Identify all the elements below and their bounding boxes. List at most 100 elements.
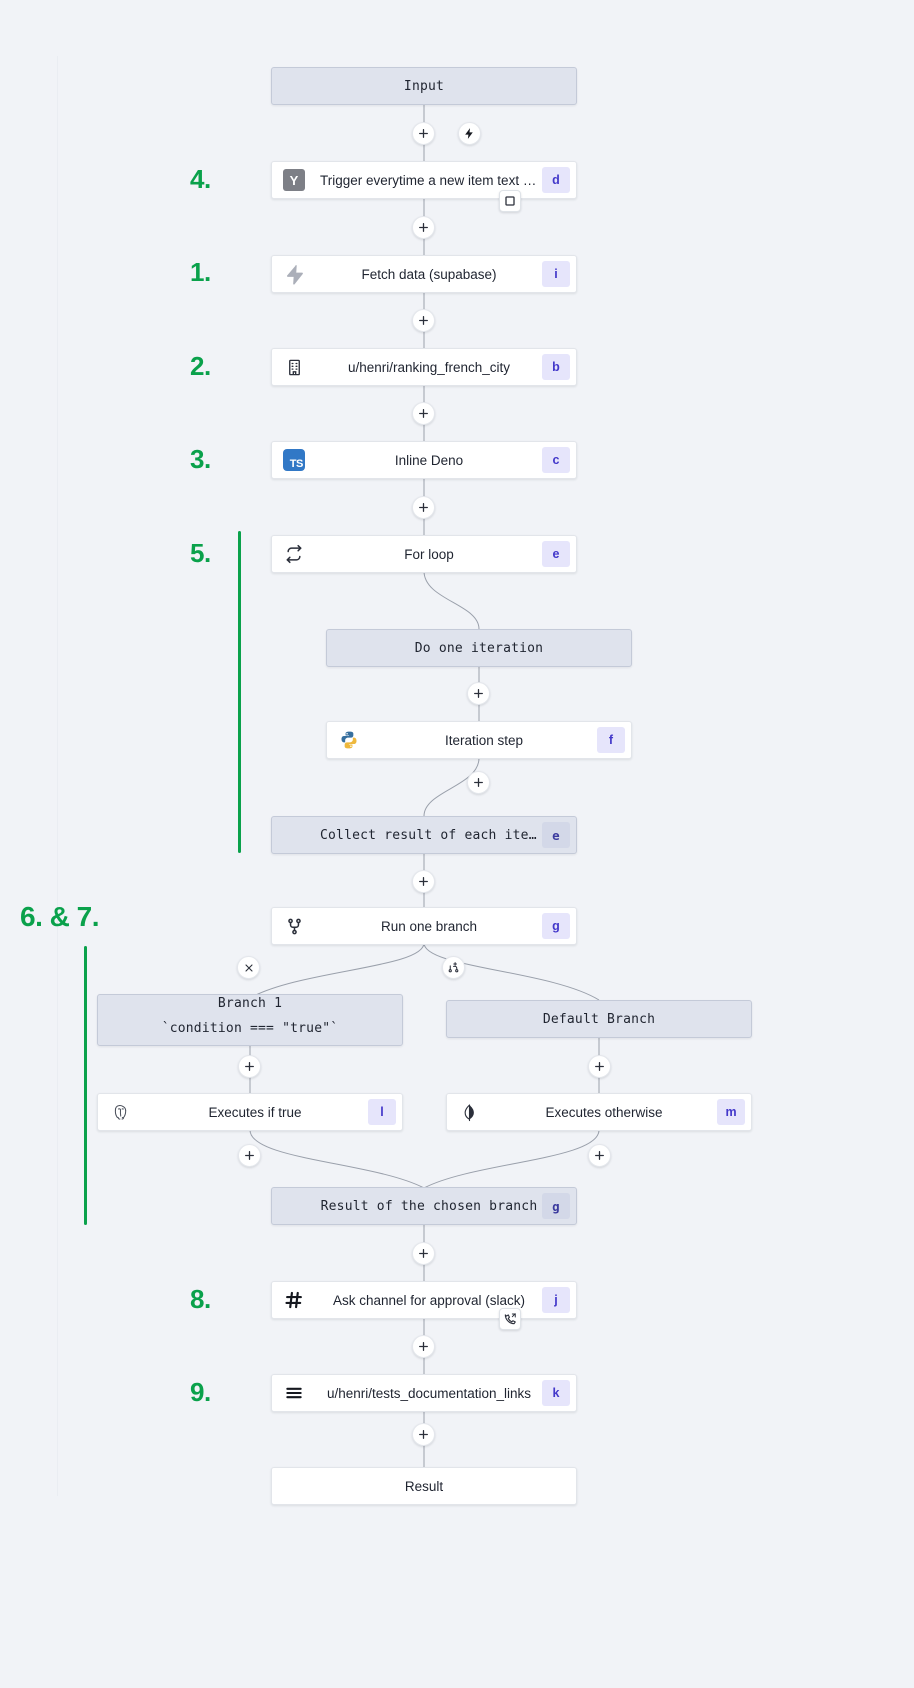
node-branch-1-label: Branch 1 (217, 996, 283, 1011)
add-step-after-fetch-button[interactable] (412, 309, 435, 332)
add-step-after-chosen-button[interactable] (412, 1242, 435, 1265)
node-input-label: Input (403, 78, 445, 94)
plus-icon (419, 503, 428, 512)
node-iteration-step-badge[interactable]: f (597, 727, 625, 753)
node-tests-documentation-links-badge[interactable]: k (542, 1380, 570, 1406)
node-executes-if-true-label: Executes if true (208, 1104, 302, 1120)
typescript-icon: TS (272, 442, 316, 478)
approval-callback-button[interactable] (499, 1308, 521, 1330)
add-branch-button[interactable] (442, 956, 465, 979)
annotation-9: 9. (190, 1377, 211, 1407)
node-chosen-branch-result-label: Result of the chosen branch (320, 1198, 538, 1214)
node-collect-result-badge[interactable]: e (542, 822, 570, 848)
loop-icon (272, 536, 316, 572)
node-ask-approval[interactable]: Ask channel for approval (slack) j (271, 1281, 577, 1319)
plus-icon (419, 877, 428, 886)
node-ranking-french-city-badge[interactable]: b (542, 354, 570, 380)
add-step-after-deno-button[interactable] (412, 496, 435, 519)
add-step-in-branch1-button[interactable] (238, 1055, 261, 1078)
node-for-loop-badge[interactable]: e (542, 541, 570, 567)
node-executes-otherwise-label: Executes otherwise (545, 1104, 663, 1120)
plus-icon (419, 1249, 428, 1258)
plus-icon (474, 689, 483, 698)
node-inline-deno-label: Inline Deno (394, 452, 464, 468)
add-step-in-loop-button[interactable] (467, 682, 490, 705)
node-executes-if-true-badge[interactable]: l (368, 1099, 396, 1125)
node-branch-1[interactable]: Branch 1 `condition === "true"` (97, 994, 403, 1046)
node-trigger[interactable]: Y Trigger everytime a new item text o… d (271, 161, 577, 199)
phone-callback-icon (504, 1313, 516, 1325)
mongodb-icon (447, 1094, 491, 1130)
node-run-one-branch-badge[interactable]: g (542, 913, 570, 939)
add-step-after-trigger-button[interactable] (412, 216, 435, 239)
trigger-settings-button[interactable] (499, 190, 521, 212)
node-iteration-step-label: Iteration step (444, 732, 524, 748)
node-inline-deno-badge[interactable]: c (542, 447, 570, 473)
plus-icon (419, 129, 428, 138)
annotation-4: 4. (190, 164, 211, 194)
node-result[interactable]: Result (271, 1467, 577, 1505)
add-branch-icon (448, 962, 459, 973)
annotation-3: 3. (190, 444, 211, 474)
node-trigger-badge[interactable]: d (542, 167, 570, 193)
node-ranking-french-city[interactable]: u/henri/ranking_french_city b (271, 348, 577, 386)
add-step-after-iftrue-button[interactable] (238, 1144, 261, 1167)
annotation-1: 1. (190, 257, 211, 287)
node-trigger-label: Trigger everytime a new item text o… (320, 172, 542, 188)
hamburger-icon (272, 1375, 316, 1411)
git-branch-icon (272, 908, 316, 944)
node-executes-otherwise-badge[interactable]: m (717, 1099, 745, 1125)
add-step-after-collect-button[interactable] (412, 870, 435, 893)
close-icon (244, 963, 253, 972)
add-step-in-default-branch-button[interactable] (588, 1055, 611, 1078)
node-executes-if-true[interactable]: Executes if true l (97, 1093, 403, 1131)
add-step-after-docs-button[interactable] (412, 1423, 435, 1446)
node-ask-approval-badge[interactable]: j (542, 1287, 570, 1313)
plus-icon (595, 1151, 604, 1160)
add-step-after-input-button[interactable] (412, 122, 435, 145)
slack-hash-icon (272, 1282, 316, 1318)
node-tests-documentation-links[interactable]: u/henri/tests_documentation_links k (271, 1374, 577, 1412)
node-chosen-branch-result-badge[interactable]: g (542, 1193, 570, 1219)
plus-icon (419, 316, 428, 325)
node-for-loop[interactable]: For loop e (271, 535, 577, 573)
python-icon (327, 722, 371, 758)
square-icon (505, 196, 515, 206)
node-executes-otherwise[interactable]: Executes otherwise m (446, 1093, 752, 1131)
yaml-icon: Y (272, 162, 316, 198)
node-collect-result[interactable]: Collect result of each iteration e (271, 816, 577, 854)
add-step-after-iteration-button[interactable] (467, 771, 490, 794)
plus-icon (419, 223, 428, 232)
node-collect-result-label: Collect result of each iteration (320, 827, 542, 843)
node-default-branch-label: Default Branch (542, 1011, 656, 1027)
node-iteration-step[interactable]: Iteration step f (326, 721, 632, 759)
node-input[interactable]: Input (271, 67, 577, 105)
node-run-one-branch[interactable]: Run one branch g (271, 907, 577, 945)
plus-icon (419, 1342, 428, 1351)
node-do-one-iteration[interactable]: Do one iteration (326, 629, 632, 667)
node-default-branch[interactable]: Default Branch (446, 1000, 752, 1038)
remove-branch-button[interactable] (237, 956, 260, 979)
annotation-bar-branch (84, 946, 87, 1225)
node-fetch-data[interactable]: Fetch data (supabase) i (271, 255, 577, 293)
node-fetch-data-label: Fetch data (supabase) (361, 266, 497, 282)
add-step-after-ranking-button[interactable] (412, 402, 435, 425)
node-chosen-branch-result[interactable]: Result of the chosen branch g (271, 1187, 577, 1225)
plus-icon (245, 1062, 254, 1071)
annotation-8: 8. (190, 1284, 211, 1314)
add-step-after-otherwise-button[interactable] (588, 1144, 611, 1167)
bolt-icon (465, 128, 473, 139)
node-ranking-french-city-label: u/henri/ranking_french_city (347, 359, 511, 375)
node-fetch-data-badge[interactable]: i (542, 261, 570, 287)
plus-icon (245, 1151, 254, 1160)
postgresql-icon (98, 1094, 142, 1130)
add-trigger-button[interactable] (458, 122, 481, 145)
background-guide-line (57, 56, 58, 1496)
add-step-after-approval-button[interactable] (412, 1335, 435, 1358)
node-branch-1-condition: `condition === "true"` (161, 1021, 339, 1036)
supabase-bolt-icon (272, 256, 316, 292)
plus-icon (419, 1430, 428, 1439)
building-icon (272, 349, 316, 385)
node-inline-deno[interactable]: TS Inline Deno c (271, 441, 577, 479)
